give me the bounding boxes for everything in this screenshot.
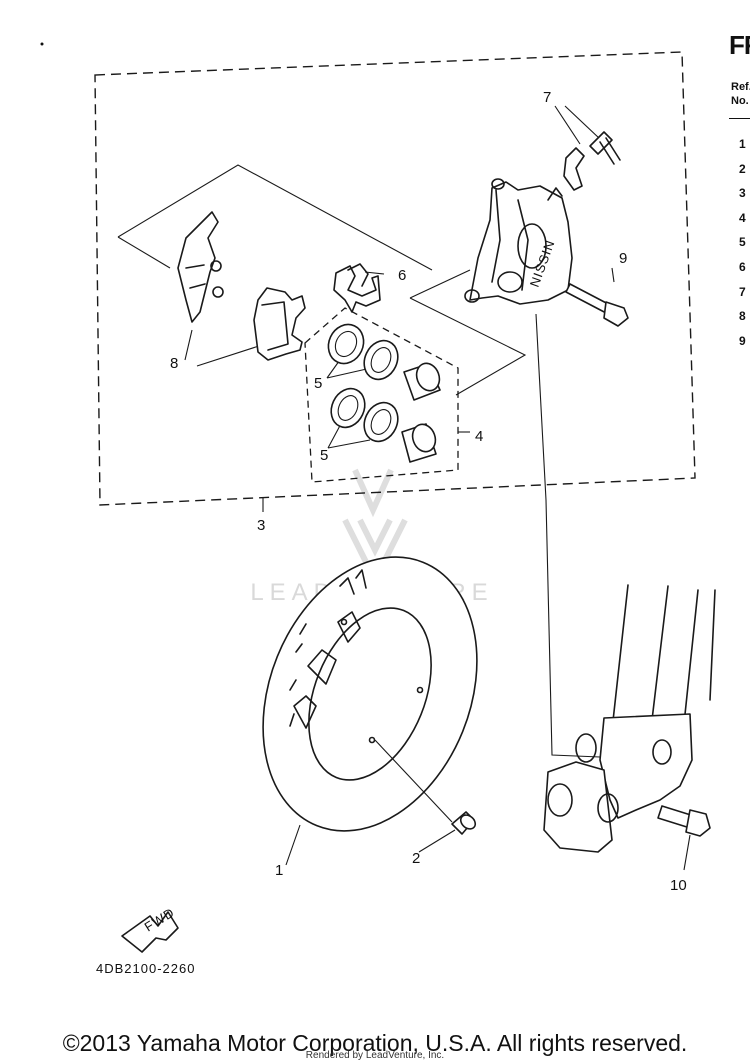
- callout-4: 4: [475, 428, 483, 445]
- seal-kit-boundary: [304, 307, 459, 483]
- callout-7: 7: [543, 89, 551, 106]
- bleed-screw: [563, 131, 621, 191]
- parts-table: FR Ref. No. 1 2 3 4 5 6 7 8 9 1: [729, 30, 750, 360]
- table-heading: FR: [729, 30, 750, 60]
- table-row[interactable]: 4: [739, 210, 746, 225]
- callout-9: 9: [619, 250, 627, 267]
- table-row[interactable]: 8: [739, 309, 746, 324]
- callout-6: 6: [398, 267, 406, 284]
- pad-spring: [333, 263, 381, 313]
- callout-5-upper: 5: [314, 375, 322, 392]
- front-fork: [543, 584, 716, 853]
- callout-3: 3: [257, 517, 265, 534]
- assembly-boundary: [94, 51, 696, 506]
- column-ref: Ref.: [731, 81, 750, 93]
- table-row[interactable]: 3: [739, 186, 746, 201]
- brake-pad-rear: [253, 287, 306, 361]
- callout-2: 2: [412, 850, 420, 867]
- brake-disc: [262, 556, 478, 832]
- brake-pad-front: [177, 211, 224, 323]
- callout-5-lower: 5: [320, 447, 328, 464]
- caliper-bolt: [565, 283, 629, 327]
- callout-10: 10: [670, 877, 687, 894]
- pistons: [401, 362, 441, 463]
- fwd-arrow-icon: FWD: [121, 905, 179, 953]
- callout-1: 1: [275, 862, 283, 879]
- table-row[interactable]: 9: [739, 333, 746, 348]
- leader-lines: [117, 105, 691, 871]
- table-row[interactable]: 2: [739, 161, 746, 176]
- brake-caliper: NISSIN: [464, 178, 573, 305]
- axle-bolt: [657, 805, 711, 837]
- rendered-by-credit: Rendered by LeadVenture, Inc.: [305, 1050, 445, 1061]
- table-row[interactable]: 1: [739, 137, 746, 151]
- disc-screw: [374, 739, 477, 835]
- column-no: No.: [731, 95, 749, 107]
- table-column-header: Ref. No.: [731, 80, 750, 108]
- table-row[interactable]: 6: [739, 259, 746, 274]
- table-ref-numbers: 1 2 3 4 5 6 7 8 9 1: [739, 137, 746, 360]
- part-code: 4DB2100-2260: [96, 961, 195, 976]
- callout-8: 8: [170, 355, 178, 372]
- table-row[interactable]: 5: [739, 235, 746, 250]
- table-divider: [729, 118, 750, 119]
- table-row[interactable]: 1: [739, 358, 746, 360]
- table-row[interactable]: 7: [739, 284, 746, 299]
- copyright-notice: ©2013 Yamaha Motor Corporation, U.S.A. A…: [62, 1030, 688, 1056]
- piston-seals: [327, 323, 399, 443]
